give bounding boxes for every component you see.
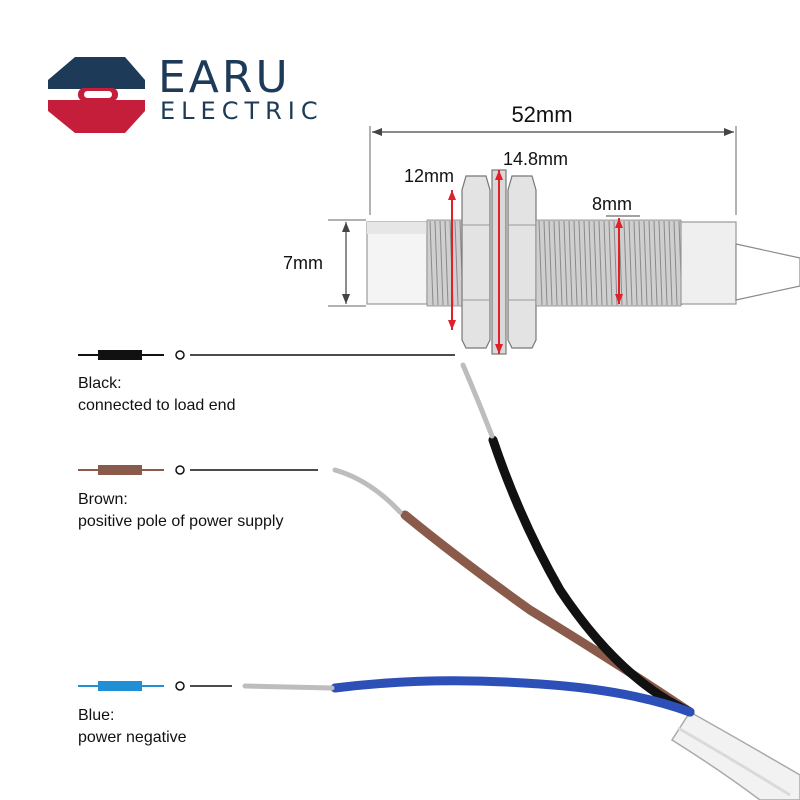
sensor-body	[366, 169, 800, 355]
thread-left	[426, 219, 468, 307]
thread-diameter-label: 12mm	[404, 166, 454, 186]
brand-subtitle: ELECTRIC	[160, 97, 324, 125]
wire-black	[460, 362, 695, 717]
inner-diameter-label: 8mm	[592, 194, 632, 214]
dimension-inner: 8mm	[592, 194, 640, 304]
dimension-thread: 12mm	[404, 166, 456, 330]
dimension-head: 7mm	[283, 219, 366, 307]
legend-blue	[78, 681, 232, 691]
legend-blue-description: power negative	[78, 729, 187, 746]
legend-brown-label: Brown:	[78, 491, 128, 508]
dimension-overall: 52mm	[369, 102, 737, 215]
legend-brown	[78, 465, 318, 475]
legend-black-description: connected to load end	[78, 397, 236, 414]
thread-right	[535, 219, 683, 307]
cable-sheath	[670, 711, 800, 800]
legend-brown-description: positive pole of power supply	[78, 513, 284, 530]
dimension-nut: 14.8mm	[495, 149, 568, 354]
wire-blue	[242, 676, 695, 717]
overall-length-label: 52mm	[511, 102, 572, 127]
earu-logo-icon	[48, 57, 145, 133]
head-diameter-label: 7mm	[283, 253, 323, 273]
legend-blue-label: Blue:	[78, 707, 115, 724]
legend-black	[78, 350, 455, 360]
nut-width-label: 14.8mm	[503, 149, 568, 169]
brand-name: EARU	[158, 52, 291, 103]
legend-black-label: Black:	[78, 375, 122, 392]
